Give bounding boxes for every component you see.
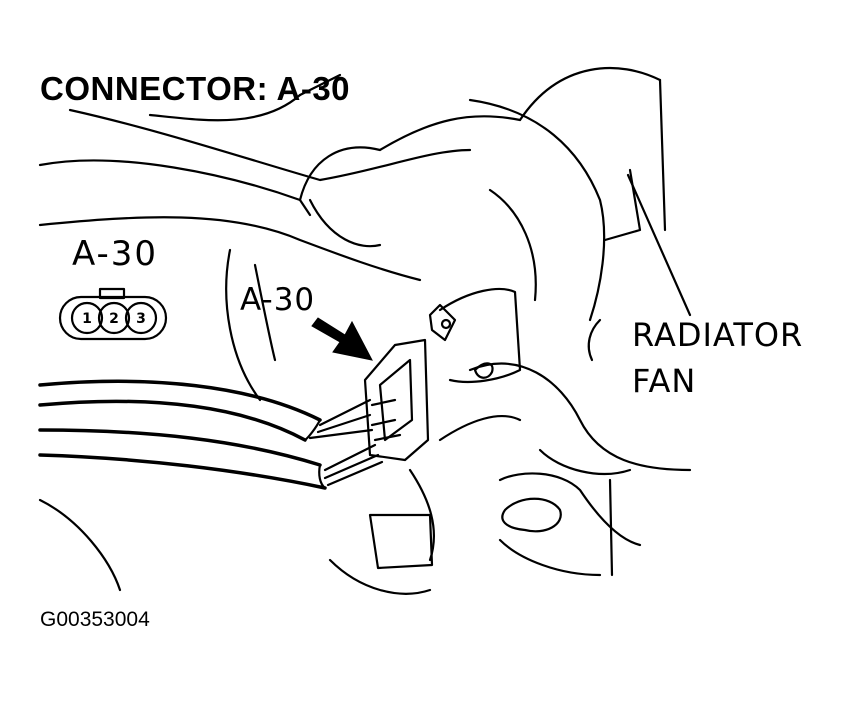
lower-grommet bbox=[501, 497, 562, 533]
lower-block bbox=[368, 513, 434, 570]
harness-lower-top bbox=[38, 428, 322, 467]
fan-hub-curve bbox=[488, 188, 537, 302]
mount-plate bbox=[438, 287, 522, 384]
fan-leader-line bbox=[626, 173, 692, 317]
fan-inner-curve bbox=[308, 198, 382, 248]
harness-lower-bottom bbox=[38, 453, 327, 490]
fan-housing-right bbox=[468, 98, 606, 322]
connector-face-code: A-30 bbox=[72, 234, 159, 274]
upper-frame-top bbox=[68, 108, 472, 182]
lower-housing-top bbox=[468, 362, 692, 472]
lower-housing-mid bbox=[498, 472, 642, 547]
fan-housing-top bbox=[518, 66, 662, 122]
tab-hole bbox=[440, 318, 452, 330]
frame-curve bbox=[298, 115, 522, 202]
connector-callout-label: A-30 bbox=[240, 282, 316, 318]
pin-3-circle bbox=[124, 301, 158, 335]
upper-frame-left bbox=[38, 159, 312, 217]
pin-1-label: 1 bbox=[82, 311, 92, 327]
figure-id: G00353004 bbox=[40, 608, 150, 631]
bottom-curve bbox=[328, 558, 432, 595]
pin-3-label: 3 bbox=[136, 311, 146, 327]
lower-housing-edge bbox=[608, 478, 614, 577]
mount-hole bbox=[473, 362, 494, 379]
pin-1-circle bbox=[70, 301, 104, 335]
fan-shroud-edge bbox=[658, 78, 667, 232]
connector-ribs bbox=[370, 398, 402, 442]
lower-housing-inner bbox=[538, 448, 632, 476]
connector-tab bbox=[428, 303, 457, 342]
left-bottom-curve bbox=[38, 498, 122, 592]
lower-housing-base bbox=[498, 538, 602, 577]
connector-body bbox=[363, 338, 430, 462]
connector-face-outline bbox=[58, 295, 168, 341]
harness-upper-top bbox=[38, 379, 322, 422]
harness-upper-bottom bbox=[38, 399, 307, 442]
frame-top-stub bbox=[298, 73, 342, 97]
wires-lower bbox=[323, 443, 384, 487]
frame-top-edge bbox=[148, 93, 302, 122]
harness-lower-end bbox=[318, 463, 327, 490]
fan-bracket-curl bbox=[587, 318, 602, 362]
radiator-fan-label-line1: RADIATOR bbox=[632, 316, 804, 354]
page-title: CONNECTOR: A-30 bbox=[40, 70, 351, 107]
fan-blade-line bbox=[253, 263, 277, 362]
callout-arrow bbox=[311, 317, 373, 361]
fan-blade-left bbox=[225, 248, 262, 402]
pin-2-circle bbox=[97, 301, 131, 335]
wires-upper bbox=[308, 398, 374, 440]
pin-2-label: 2 bbox=[109, 311, 119, 327]
upper-frame-lower bbox=[38, 216, 422, 282]
radiator-fan-label-line2: FAN bbox=[632, 362, 697, 400]
mid-curve bbox=[438, 415, 522, 442]
harness-upper-end bbox=[303, 418, 322, 442]
fan-shroud-bracket bbox=[603, 168, 642, 242]
